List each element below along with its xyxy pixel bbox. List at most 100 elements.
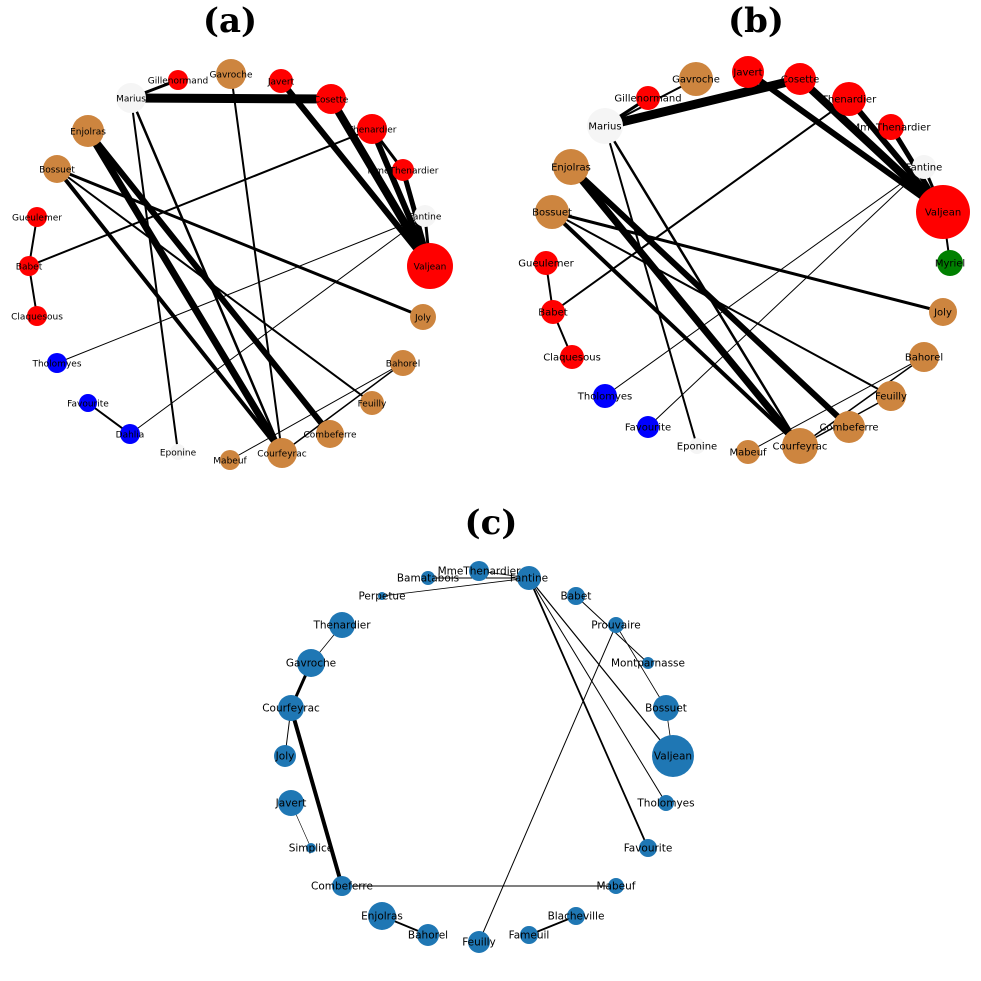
node-label-javert: Javert: [275, 798, 307, 810]
node-javert: Javert: [267, 69, 295, 93]
node-bahorel: Bahorel: [905, 342, 943, 372]
node-label-blacheville: Blacheville: [548, 911, 605, 923]
node-circle-valjean: [407, 243, 453, 289]
node-label-gueulemer: Gueulemer: [518, 259, 574, 270]
node-gavroche: Gavroche: [286, 649, 336, 677]
edge-gavroche-courfeyrac: [230, 73, 283, 454]
node-gillenormand: Gillenormand: [614, 86, 682, 110]
node-label-montparnasse: Montparnasse: [611, 658, 685, 670]
node-circle-thenardier: [832, 82, 866, 116]
node-circle-favourite: [79, 394, 97, 412]
node-mmethenardier: MmeThenardier: [852, 114, 931, 140]
node-label-valjean: Valjean: [654, 751, 692, 763]
node-claquesous: Claquesous: [543, 345, 601, 369]
node-label-eponine: Eponine: [160, 449, 197, 459]
node-eponine: Eponine: [160, 444, 197, 460]
node-valjean: Valjean: [652, 735, 694, 777]
node-circle-claquesous: [27, 306, 47, 326]
edge-fantine-tholomyes: [604, 166, 925, 397]
node-simplice: Simplice: [289, 843, 334, 855]
node-circle-bamatabois: [421, 571, 435, 585]
node-label-feuilly: Feuilly: [358, 400, 387, 410]
node-circle-courfeyrac: [782, 428, 818, 464]
edge-thenardier-valjean: [369, 126, 433, 269]
node-bossuet: Bossuet: [645, 695, 687, 721]
node-circle-combeferre: [332, 876, 352, 896]
node-label-feuilly: Feuilly: [875, 392, 907, 403]
node-label-tholomyes: Tholomyes: [577, 392, 632, 403]
node-enjolras: Enjolras: [70, 115, 106, 147]
node-label-thenardier: Thenardier: [312, 620, 371, 632]
node-label-enjolras: Enjolras: [70, 128, 106, 138]
edge-bossuet-courfeyrac: [550, 210, 802, 448]
node-joly: Joly: [410, 304, 436, 330]
edge-cosette-valjean: [796, 75, 947, 216]
edge-bahorel-mabeuf: [229, 362, 404, 461]
node-circle-babet: [541, 300, 565, 324]
node-circle-perpetue: [378, 592, 386, 600]
edge-javert-valjean: [278, 78, 433, 269]
node-circle-gueulemer: [27, 207, 47, 227]
node-label-tholomyes: Tholomyes: [31, 360, 81, 370]
node-blacheville: Blacheville: [548, 907, 605, 925]
panel-label-b: (b): [728, 1, 784, 41]
node-circle-marius: [116, 83, 146, 113]
node-tholomyes: Tholomyes: [577, 384, 632, 408]
node-label-gueulemer: Gueulemer: [12, 214, 62, 224]
node-babet: Babet: [561, 587, 591, 605]
node-circle-favourite: [639, 839, 657, 857]
node-label-courfeyrac: Courfeyrac: [257, 450, 306, 460]
node-thenardier: Thenardier: [347, 114, 397, 144]
node-label-myriel: Myriel: [935, 259, 965, 270]
node-label-joly: Joly: [933, 308, 952, 319]
node-joly: Joly: [929, 298, 957, 326]
node-circle-cosette: [316, 84, 346, 114]
panel-label-a: (a): [203, 1, 257, 41]
node-label-cosette: Cosette: [314, 96, 349, 106]
node-fantine: Fantine: [409, 205, 442, 227]
node-circle-eponine: [170, 444, 186, 460]
node-label-claquesous: Claquesous: [11, 313, 63, 323]
node-label-valjean: Valjean: [414, 263, 447, 273]
node-feuilly: Feuilly: [358, 391, 387, 415]
edge-fantine-tholomyes: [56, 215, 426, 364]
node-label-bahorel: Bahorel: [905, 353, 943, 364]
node-label-mabeuf: Mabeuf: [213, 457, 247, 467]
node-label-dahlia: Dahlia: [116, 431, 145, 441]
node-favourite: Favourite: [67, 394, 109, 412]
node-circle-javert: [278, 790, 304, 816]
node-label-marius: Marius: [588, 122, 621, 133]
node-label-gavroche: Gavroche: [209, 71, 252, 81]
node-circle-babet: [19, 256, 39, 276]
node-thenardier: Thenardier: [821, 82, 877, 116]
node-mabeuf: Mabeuf: [729, 440, 767, 464]
node-circle-fantine: [414, 205, 436, 227]
node-circle-feuilly: [468, 931, 490, 953]
node-label-mabeuf: Mabeuf: [729, 448, 767, 459]
edge-marius-eponine: [130, 97, 179, 453]
node-favourite: Favourite: [624, 839, 672, 857]
edge-enjolras-courfeyrac: [567, 163, 804, 450]
node-fameuil: Fameuil: [509, 926, 549, 944]
edge-fantine-favourite: [528, 577, 649, 849]
panel-label-c: (c): [465, 503, 518, 543]
node-label-courfeyrac: Courfeyrac: [262, 703, 320, 715]
node-combeferre: Combeferre: [311, 876, 373, 896]
node-mabeuf: Mabeuf: [597, 878, 636, 894]
node-circle-enjolras: [368, 902, 396, 930]
node-circle-mmethenardier: [469, 561, 489, 581]
node-enjolras: Enjolras: [361, 902, 403, 930]
node-circle-thenardier: [357, 114, 387, 144]
node-mmethenardier: MmeThenardier: [367, 159, 439, 181]
edge-thenardier-babet: [28, 128, 373, 267]
node-label-bahorel: Bahorel: [408, 930, 448, 942]
node-circle-enjolras: [72, 115, 104, 147]
node-label-joly: Joly: [414, 314, 432, 324]
node-dahlia: Dahlia: [116, 424, 145, 444]
node-label-babet: Babet: [16, 263, 43, 273]
node-label-javert: Javert: [267, 78, 295, 88]
edge-bossuet-joly: [550, 210, 945, 314]
node-gavroche: Gavroche: [209, 59, 253, 89]
node-circle-combeferre: [316, 420, 344, 448]
node-label-perpetue: Perpetue: [358, 591, 405, 603]
